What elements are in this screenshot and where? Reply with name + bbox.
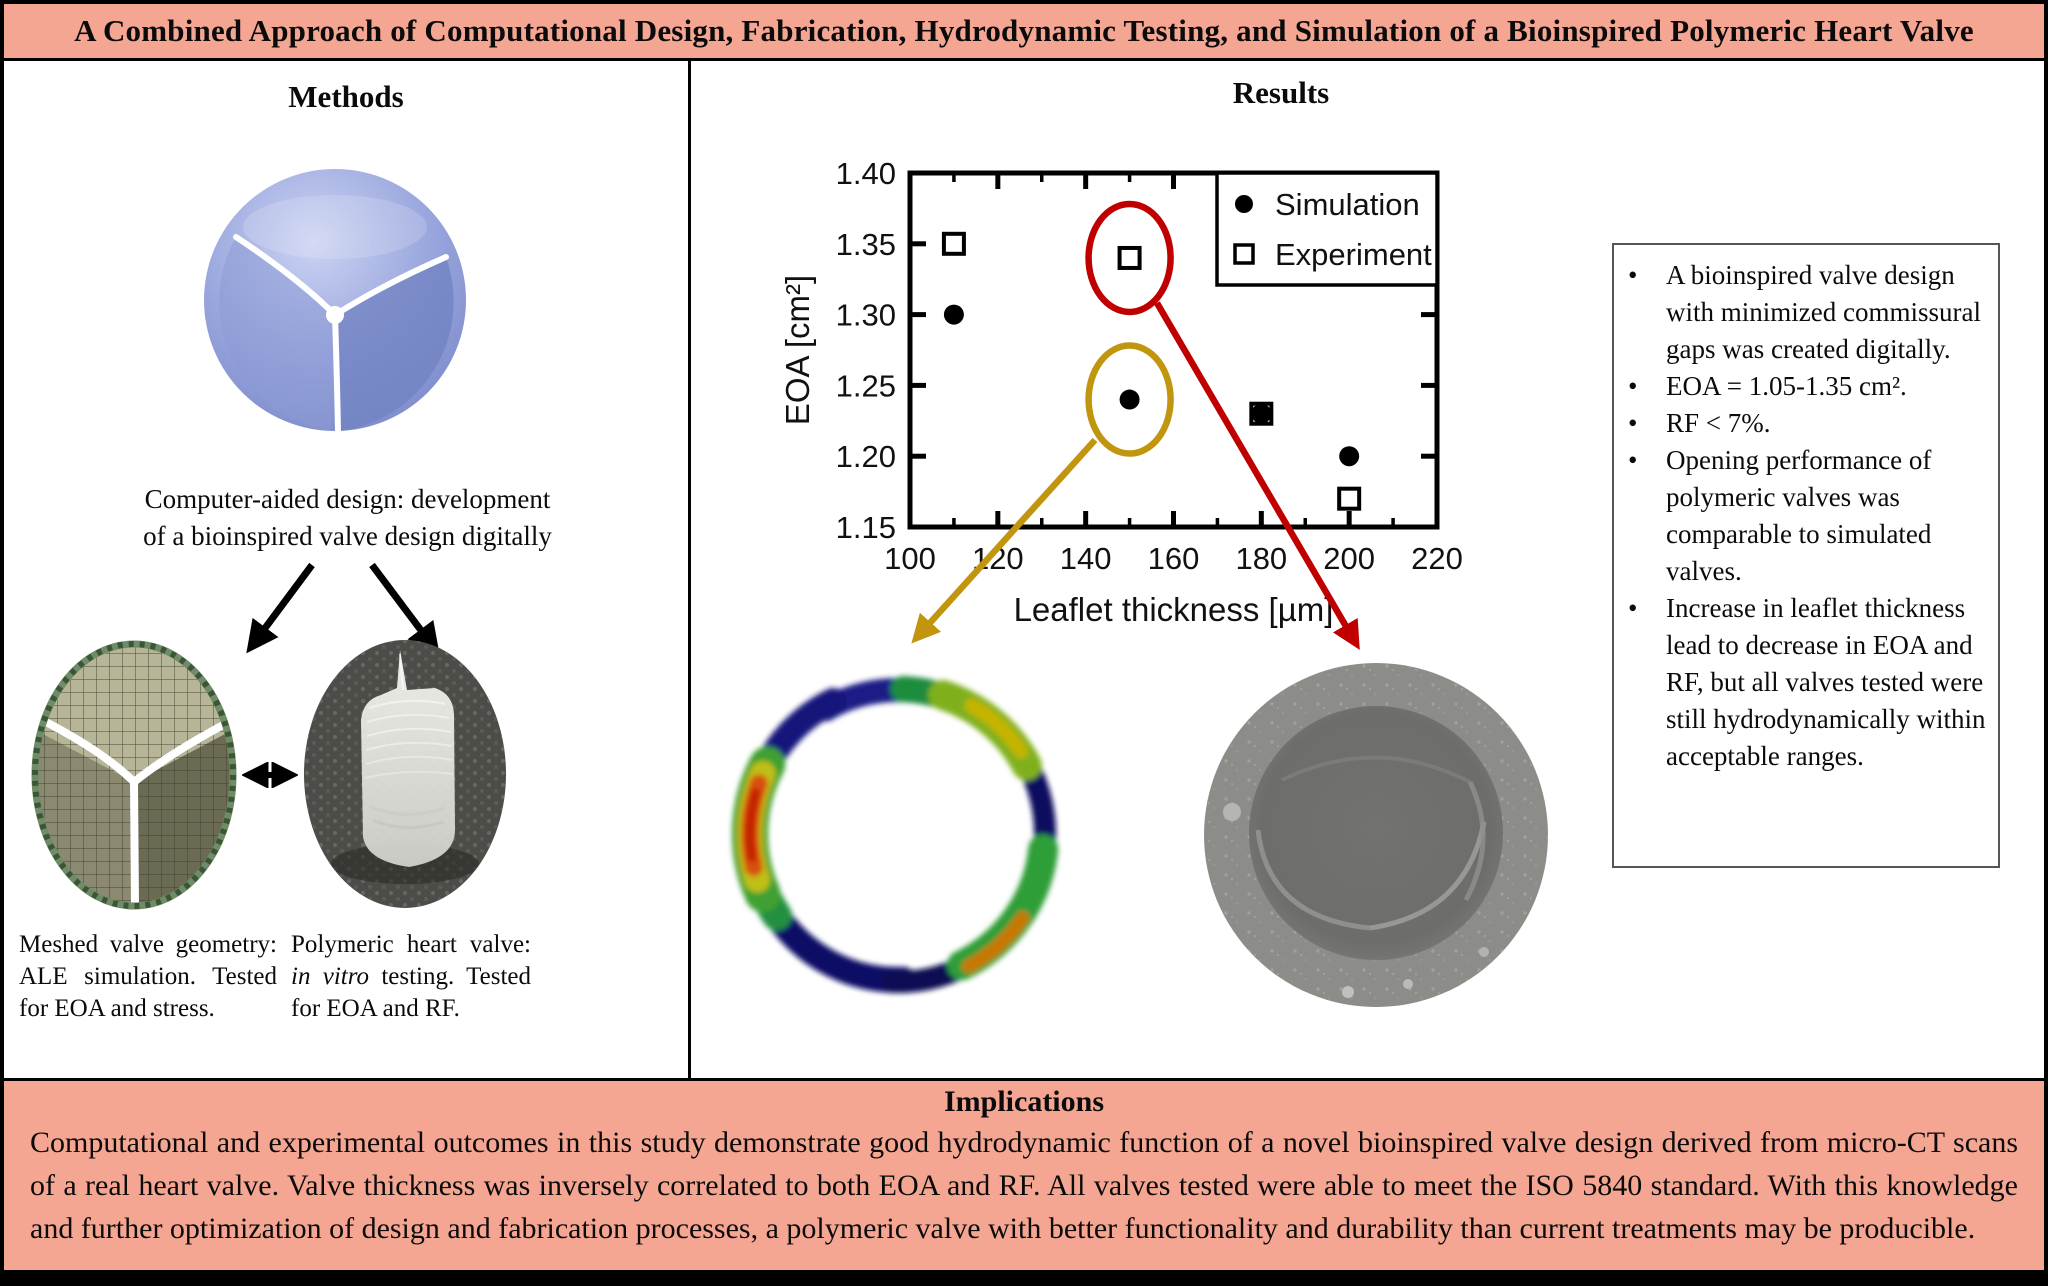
- bullet-item: Increase in leaflet thickness lead to de…: [1614, 590, 1988, 775]
- polymer-caption: Polymeric heart valve: in vitro testing.…: [291, 929, 531, 1025]
- simulation-ring-image: [732, 676, 1059, 993]
- legend-label: Experiment: [1275, 237, 1432, 272]
- plot-frame: [907, 170, 1440, 530]
- cad-caption-line2: of a bioinspired valve design digitally: [143, 521, 552, 551]
- cad-valve-image: [204, 169, 466, 434]
- y-axis-label: EOA [cm²]: [779, 275, 816, 425]
- flow-arrows: [246, 562, 440, 656]
- x-tick-label: 100: [884, 541, 936, 576]
- y-tick-label: 1.35: [836, 227, 896, 262]
- sim-point: [1119, 389, 1140, 410]
- results-heading: Results: [1232, 75, 1330, 110]
- page-title: A Combined Approach of Computational Des…: [74, 13, 1974, 48]
- x-axis-label: Leaflet thickness [µm]: [1014, 591, 1334, 628]
- legend-filled-circle-icon: [1235, 195, 1253, 213]
- down-right-arrow-icon: [369, 562, 440, 656]
- legend-box: [1215, 171, 1439, 287]
- implications-panel: Implications Computational and experimen…: [4, 1078, 2044, 1270]
- implications-heading: Implications: [943, 1085, 1105, 1118]
- x-tick-label: 220: [1411, 541, 1463, 576]
- y-tick-label: 1.25: [836, 368, 896, 403]
- y-tick-label: 1.20: [836, 439, 896, 474]
- annotation-ellipse: [1085, 200, 1174, 316]
- x-tick-label: 140: [1060, 541, 1112, 576]
- implications-text: Computational and experimental outcomes …: [30, 1126, 2018, 1245]
- bullet-item: Opening performance of polymeric valves …: [1614, 442, 1988, 590]
- x-tick-label: 160: [1148, 541, 1200, 576]
- polymer-caption-italic: in vitro: [291, 963, 370, 990]
- double-arrow-icon: [242, 762, 298, 788]
- legend-open-square-icon: [1233, 243, 1255, 265]
- main-area: Methods Com: [4, 61, 2044, 1078]
- sim-point: [943, 304, 964, 325]
- exp-point: [1337, 486, 1362, 511]
- y-tick-label: 1.30: [836, 298, 896, 333]
- y-tick-label: 1.40: [836, 156, 896, 191]
- bullet-item: A bioinspired valve design with minimize…: [1614, 257, 1988, 368]
- annotation-ellipse: [1085, 342, 1174, 457]
- x-tick-label: 120: [972, 541, 1024, 576]
- key-findings-box: A bioinspired valve design with minimize…: [1612, 243, 2000, 868]
- exp-point: [1249, 401, 1274, 426]
- x-tick-label: 180: [1235, 541, 1287, 576]
- polymer-caption-suffix: testing. Tested for EOA and RF.: [291, 963, 531, 1022]
- title-bar: A Combined Approach of Computational Des…: [4, 4, 2044, 61]
- bullet-item: RF < 7%.: [1614, 405, 1988, 442]
- y-tick-label: 1.15: [836, 510, 896, 545]
- exp-point: [941, 231, 966, 256]
- x-tick-label: 200: [1323, 541, 1375, 576]
- methods-heading: Methods: [288, 79, 404, 114]
- down-left-arrow-icon: [246, 562, 315, 654]
- results-panel: Results: [691, 61, 2044, 1078]
- experiment-valve-photo: [1204, 663, 1548, 1007]
- sim-point: [1251, 403, 1272, 424]
- cad-caption-line1: Computer-aided design: development: [144, 484, 551, 514]
- polymer-valve-photo: [304, 640, 506, 908]
- bullet-item: EOA = 1.05-1.35 cm².: [1614, 368, 1988, 405]
- sim-point: [1339, 446, 1360, 467]
- annotation-arrow: [911, 437, 1098, 644]
- legend-label: Simulation: [1275, 187, 1420, 222]
- mesh-valve-image: [31, 640, 237, 910]
- methods-panel: Methods Com: [4, 61, 691, 1078]
- results-bullet-list: A bioinspired valve design with minimize…: [1614, 257, 1988, 775]
- cad-caption: Computer-aided design: development of a …: [4, 481, 691, 555]
- mesh-caption: Meshed valve geometry: ALE simulation. T…: [19, 931, 277, 1022]
- annotation-arrow: [1154, 301, 1360, 650]
- exp-point: [1117, 245, 1142, 270]
- polymer-caption-prefix: Polymeric heart valve:: [291, 931, 531, 958]
